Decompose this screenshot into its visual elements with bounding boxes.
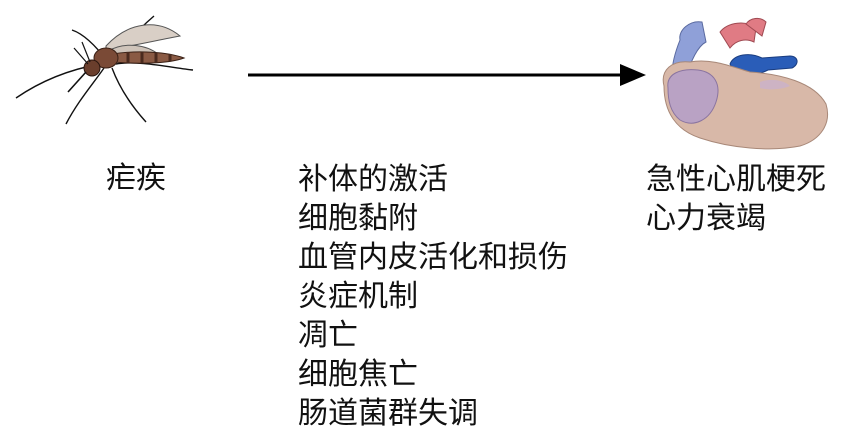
mechanism-item: 细胞黏附 (298, 201, 418, 236)
malaria-label: 疟疾 (106, 161, 166, 196)
outcome-list: 急性心肌梗死 心力衰竭 (646, 160, 826, 238)
outcome-item: 急性心肌梗死 (646, 162, 826, 197)
heart-icon (662, 17, 828, 150)
arrow-right (248, 64, 646, 86)
outcome-item: 心力衰竭 (646, 201, 766, 236)
mechanism-item: 补体的激活 (298, 162, 448, 197)
mechanism-item: 凋亡 (298, 318, 358, 353)
mechanism-item: 细胞焦亡 (298, 357, 418, 392)
mechanism-item: 肠道菌群失调 (298, 396, 478, 431)
mechanism-item: 血管内皮活化和损伤 (298, 240, 568, 275)
mosquito-icon (15, 15, 194, 125)
mechanism-list: 补体的激活 细胞黏附 血管内皮活化和损伤 炎症机制 凋亡 细胞焦亡 肠道菌群失调 (298, 160, 568, 433)
mechanism-item: 炎症机制 (298, 279, 418, 314)
